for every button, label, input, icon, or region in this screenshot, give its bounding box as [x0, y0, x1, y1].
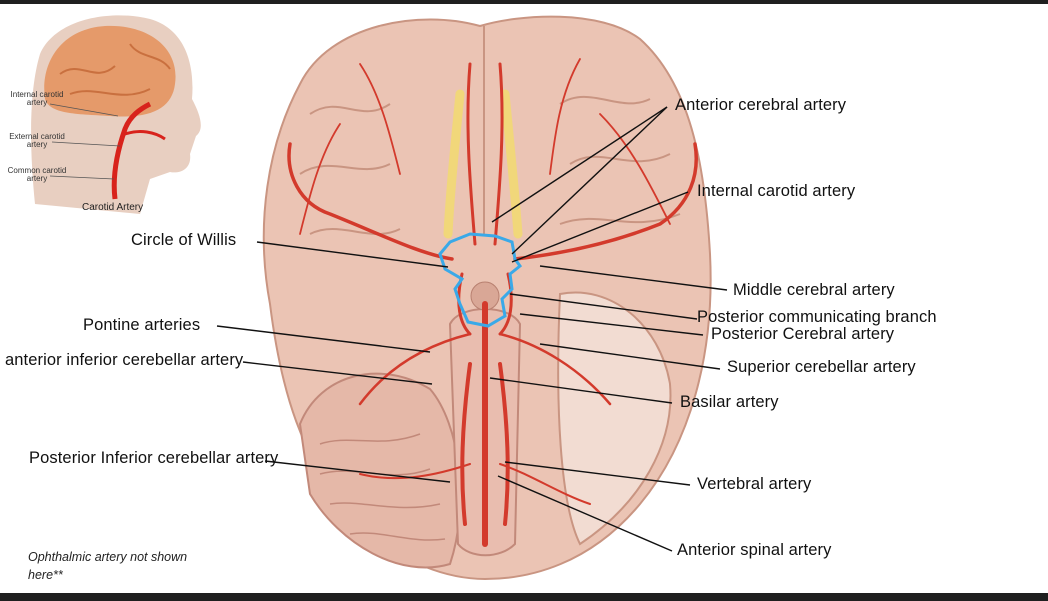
circle-of-willis-outline: [438, 232, 523, 328]
label-pontine-arteries: Pontine arteries: [83, 316, 201, 334]
label-posterior-inferior-cerebellar-artery: Posterior Inferior cerebellar artery: [29, 449, 279, 467]
inset-head-image: [0, 4, 205, 219]
label-posterior-cerebral-artery: Posterior Cerebral artery: [711, 325, 895, 343]
inset-title: Carotid Artery: [82, 202, 144, 213]
label-vertebral-artery: Vertebral artery: [697, 475, 812, 493]
brain-body: [262, 15, 712, 581]
label-anterior-inferior-cerebellar-artery: anterior inferior cerebellar artery: [5, 351, 244, 369]
label-posterior-communicating-branch: Posterior communicating branch: [697, 308, 937, 326]
slide: Internal carotid artery External carotid…: [0, 4, 1048, 593]
brain-illustration: [0, 4, 728, 581]
inset-label-common-carotid: Common carotid artery: [7, 166, 67, 183]
label-anterior-cerebral-artery: Anterior cerebral artery: [675, 96, 847, 114]
label-internal-carotid-artery: Internal carotid artery: [697, 182, 856, 200]
ophthalmic-artery-note: Ophthalmic artery not shown here**: [28, 550, 188, 582]
label-middle-cerebral-artery: Middle cerebral artery: [733, 281, 895, 299]
label-superior-cerebellar-artery: Superior cerebellar artery: [727, 358, 916, 376]
label-basilar-artery: Basilar artery: [680, 393, 779, 411]
label-anterior-spinal-artery: Anterior spinal artery: [677, 541, 832, 559]
leader-lines: [216, 106, 728, 552]
inset-label-internal-carotid: Internal carotid artery: [10, 90, 64, 107]
label-circle-of-willis: Circle of Willis: [131, 231, 237, 249]
inset-label-external-carotid: External carotid artery: [9, 132, 65, 149]
